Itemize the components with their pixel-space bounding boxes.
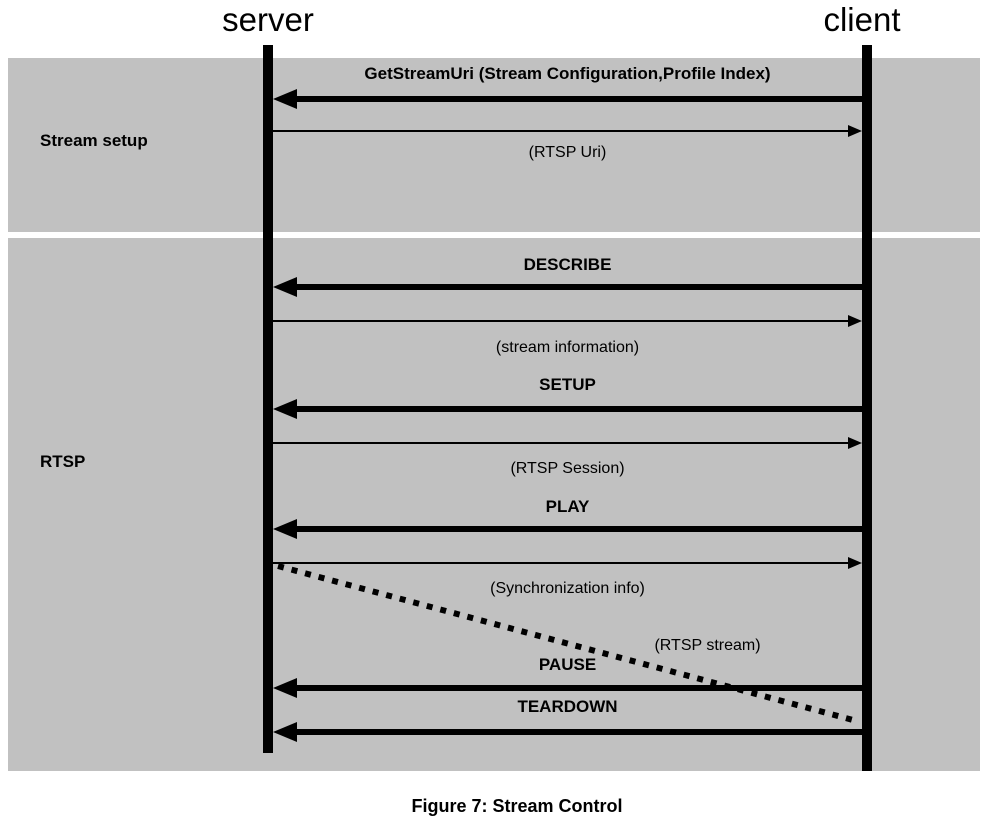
message-label-stream-information: (stream information) (495, 339, 640, 356)
figure-caption: Figure 7: Stream Control (411, 796, 623, 816)
arrowhead-left-icon (273, 722, 297, 742)
message-label-getstreamuri: GetStreamUri (Stream Configuration,Profi… (364, 64, 771, 83)
arrowhead-right-icon (848, 315, 862, 327)
arrowhead-left-icon (273, 277, 297, 297)
arrowhead-left-icon (273, 89, 297, 109)
message-label-play: PLAY (545, 497, 590, 516)
arrow-setup (273, 399, 862, 419)
arrowhead-right-icon (848, 125, 862, 137)
arrow-stream-information (273, 315, 862, 327)
message-label-setup: SETUP (539, 375, 596, 394)
arrow-rtsp-session (273, 437, 862, 449)
client-lifeline (862, 45, 872, 771)
arrow-play (273, 519, 862, 539)
band-stream-setup (8, 58, 980, 232)
section-label-rtsp: RTSP (40, 452, 86, 471)
arrowhead-right-icon (848, 437, 862, 449)
message-label-rtsp-session: (RTSP Session) (510, 460, 625, 477)
arrowhead-left-icon (273, 399, 297, 419)
client-label: client (823, 1, 901, 38)
message-label-synchronization-info: (Synchronization info) (490, 580, 645, 597)
band-rtsp (8, 238, 980, 771)
arrowhead-left-icon (273, 678, 297, 698)
arrow-getstreamuri (273, 89, 862, 109)
arrow-pause (273, 678, 862, 698)
message-label-describe: DESCRIBE (523, 255, 612, 274)
arrowhead-right-icon (848, 557, 862, 569)
arrowhead-left-icon (273, 519, 297, 539)
message-label-rtsp-stream: (RTSP stream) (654, 637, 761, 654)
message-label-rtsp-uri: (RTSP Uri) (528, 144, 607, 161)
arrow-describe (273, 277, 862, 297)
server-label: server (222, 1, 314, 38)
arrow-teardown (273, 722, 862, 742)
message-label-teardown: TEARDOWN (517, 697, 618, 716)
arrow-synchronization-info (273, 557, 862, 569)
arrow-rtsp-uri (273, 125, 862, 137)
server-lifeline (263, 45, 273, 753)
message-label-pause: PAUSE (538, 655, 597, 674)
section-label-stream-setup: Stream setup (40, 131, 148, 150)
rtsp-stream-dotted-line (277, 563, 854, 723)
